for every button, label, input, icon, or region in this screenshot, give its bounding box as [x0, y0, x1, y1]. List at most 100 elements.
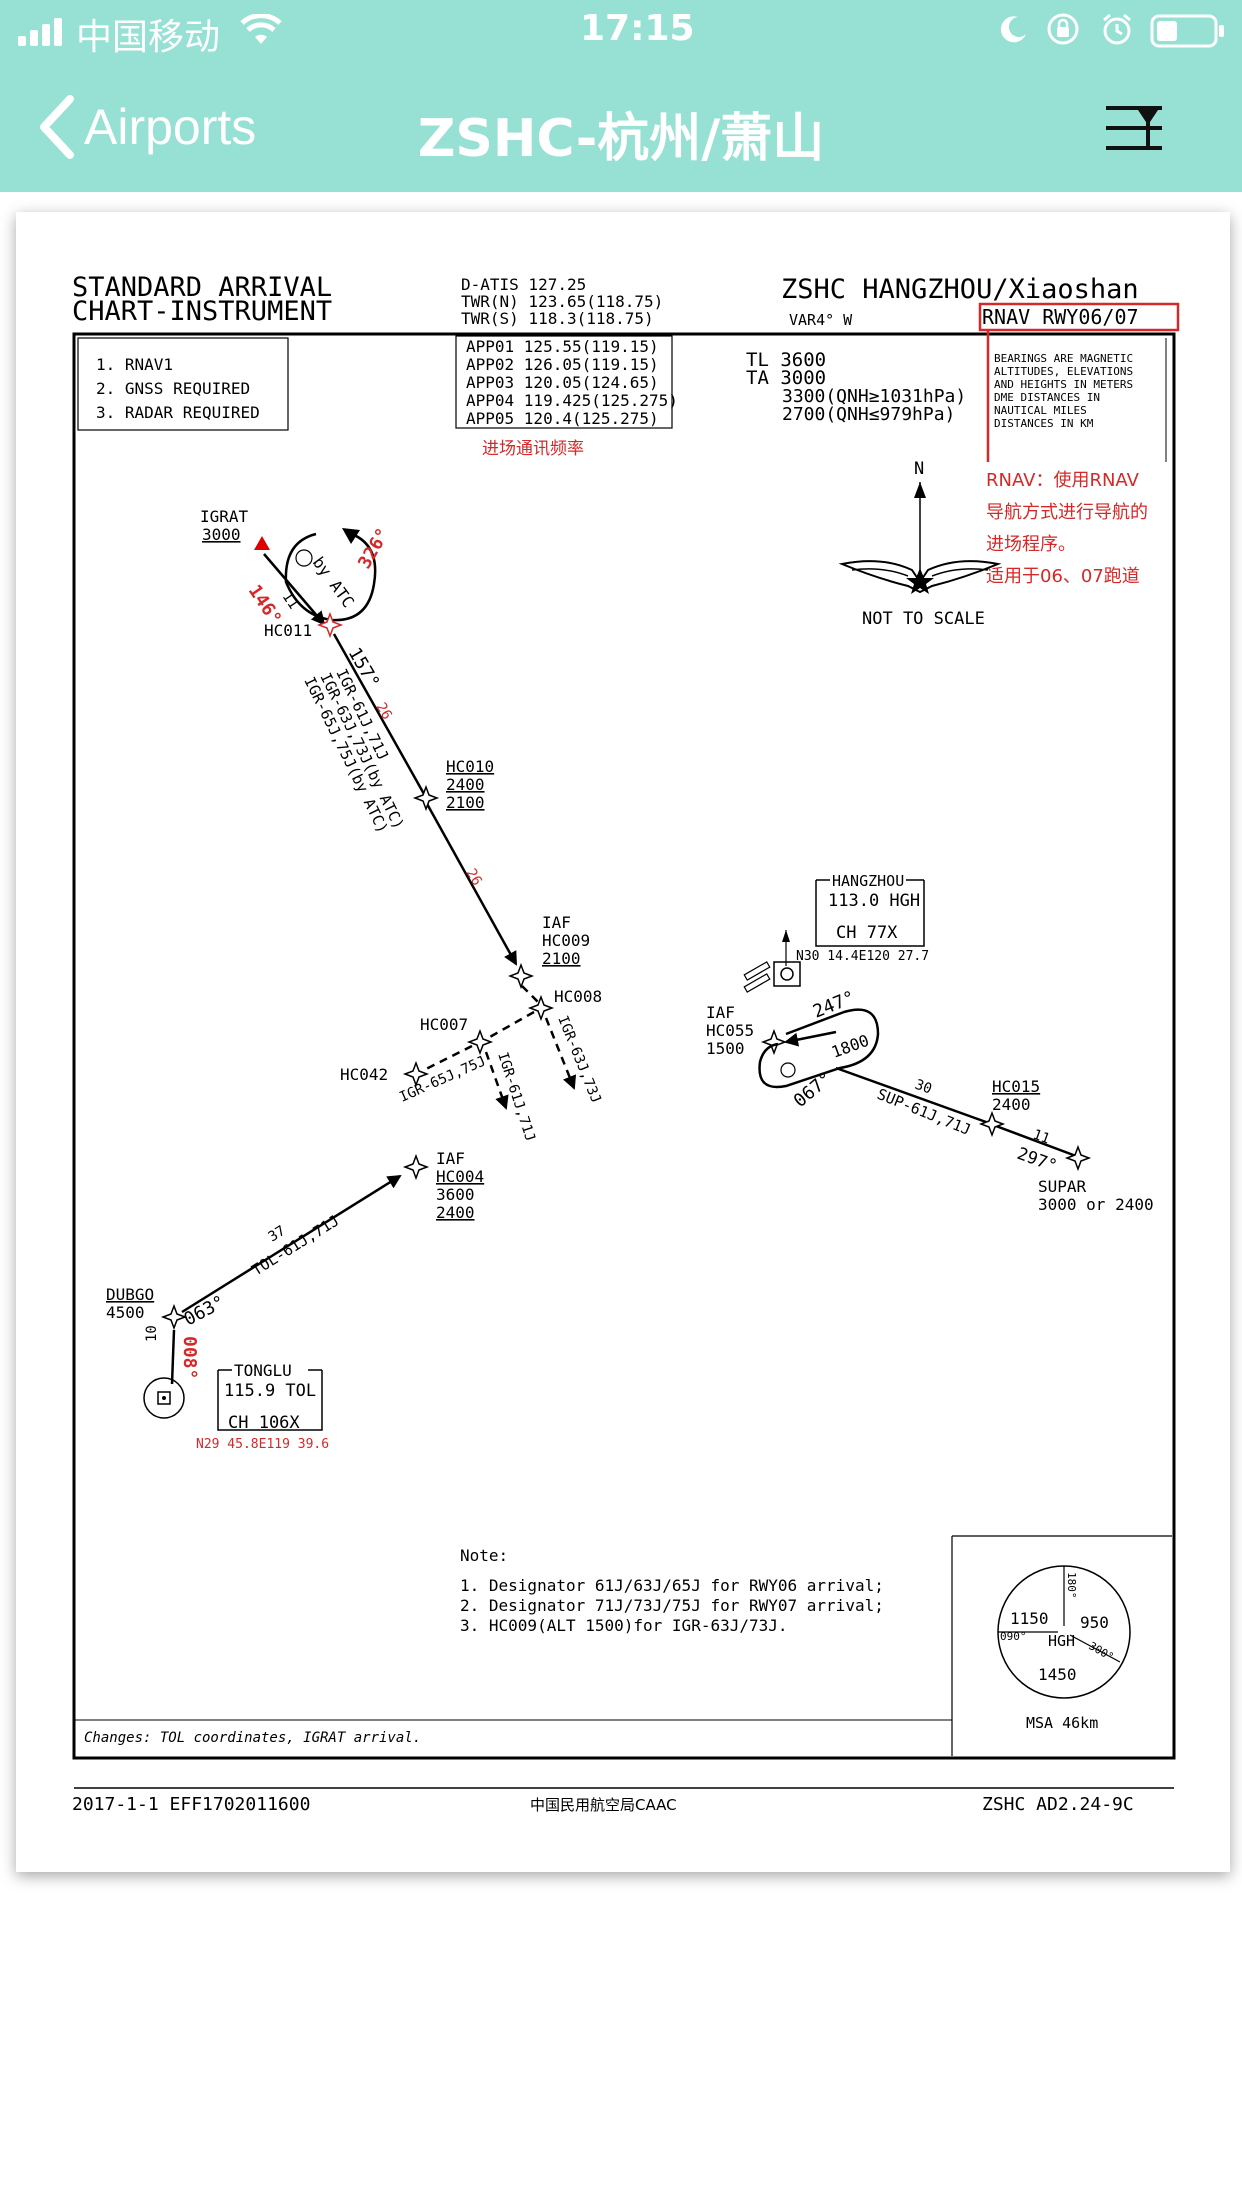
hc009-iaf: IAF — [542, 913, 571, 932]
hc055-name: HC055 — [706, 1021, 754, 1040]
page-title: ZSHC-杭州/萧山 — [417, 109, 825, 169]
leg-distance-26b: 26 — [463, 866, 485, 889]
tol-route-name: TOL-61J,71J — [249, 1211, 343, 1279]
filter-menu-icon[interactable] — [1104, 100, 1168, 156]
transition-altitude: TA 3000 — [746, 367, 826, 389]
app-freq-3: APP03 120.05(124.65) — [466, 373, 659, 392]
arrival-chart[interactable]: STANDARD ARRIVAL CHART-INSTRUMENT D-ATIS… — [16, 212, 1230, 1872]
alarm-icon — [1103, 13, 1131, 45]
bearings-note-4: DME DISTANCES IN — [994, 391, 1100, 404]
hc010-fix-icon — [412, 784, 440, 812]
hc010-name: HC010 — [446, 757, 494, 776]
tol-channel: CH 106X — [228, 1413, 300, 1433]
leg-hc011-hc010 — [332, 633, 426, 795]
note-2: 2. Designator 71J/73J/75J for RWY07 arri… — [460, 1596, 884, 1615]
igrat-altitude: 3000 — [202, 525, 241, 544]
footer-effective-date: 2017-1-1 EFF1702011600 — [72, 1794, 310, 1815]
leg-supar-hc015 — [995, 1124, 1077, 1158]
tol-box — [217, 1369, 323, 1431]
leg-hc010-hc009 — [424, 801, 518, 966]
dash-hc007-hc042 — [423, 1044, 473, 1072]
msa-sector-tl: 1150 — [1010, 1609, 1049, 1628]
hc011-fix-icon — [316, 611, 344, 639]
msa-bearing-180: 180° — [1065, 1572, 1078, 1599]
leg-distance-26a: 26 — [373, 700, 395, 723]
magnetic-variation: VAR4° W — [789, 311, 853, 329]
back-button[interactable]: Airports — [36, 92, 256, 162]
msa-diagram — [997, 1565, 1131, 1699]
bearings-note-6: DISTANCES IN KM — [994, 417, 1094, 430]
hc007-name: HC007 — [420, 1015, 468, 1034]
requirement-1: 1. RNAV1 — [96, 355, 173, 374]
hc004-iaf: IAF — [436, 1149, 465, 1168]
supar-altitude: 3000 or 2400 — [1038, 1195, 1154, 1214]
note-1: 1. Designator 61J/63J/65J for RWY06 arri… — [460, 1576, 884, 1595]
back-button-label: Airports — [84, 99, 257, 155]
sup-course: 297° — [1014, 1144, 1059, 1177]
hgh-coords: N30 14.4E120 27.7 — [796, 949, 929, 964]
chart-title-line1: STANDARD ARRIVAL — [72, 272, 332, 303]
footer-authority: 中国民用航空局CAAC — [530, 1796, 677, 1814]
hc042-fix-icon — [402, 1060, 430, 1088]
msa-center: HGH — [1048, 1632, 1075, 1650]
hc004-name: HC004 — [436, 1167, 484, 1186]
atis-line-1: D-ATIS 127.25 — [461, 275, 586, 294]
notes-title: Note: — [460, 1546, 508, 1565]
atis-line-2: TWR(N) 123.65(118.75) — [461, 292, 663, 311]
igrat-inbound-leg — [263, 553, 326, 626]
freq-annotation: 进场通讯频率 — [482, 439, 584, 459]
hc008-name: HC008 — [554, 987, 602, 1006]
hgh-name: HANGZHOU — [832, 872, 904, 890]
hc010-alt-max: 2400 — [446, 775, 485, 794]
approach-freq-box — [455, 335, 673, 429]
chart-card[interactable]: STANDARD ARRIVAL CHART-INSTRUMENT D-ATIS… — [16, 212, 1230, 1872]
rnav-annotation-1: RNAV：使用RNAV — [986, 470, 1140, 491]
leg-tol-dubgo — [170, 1329, 176, 1385]
hc009-altitude: 2100 — [542, 949, 581, 968]
app-freq-4: APP04 119.425(125.275) — [466, 391, 678, 410]
msa-bearing-090: 090° — [1000, 1630, 1027, 1643]
tol-vor-icon — [143, 1377, 185, 1419]
chart-frame — [72, 332, 1176, 1760]
navigation-bar: Airports ZSHC-杭州/萧山 — [0, 62, 1242, 192]
requirement-3: 3. RADAR REQUIRED — [96, 403, 260, 422]
hc055-hold-inbound-course: 067° — [790, 1068, 837, 1112]
procedure-name: RNAV RWY06/07 — [982, 305, 1139, 329]
hgh-vor-icon — [743, 930, 801, 993]
dubgo-fix-icon — [160, 1303, 188, 1331]
hc015-fix-icon — [978, 1110, 1006, 1138]
procedure-highlight-box — [978, 302, 1180, 332]
hc010-alt-min: 2100 — [446, 793, 485, 812]
atis-line-3: TWR(S) 118.3(118.75) — [461, 309, 654, 328]
bearings-note-3: AND HEIGHTS IN METERS — [994, 378, 1133, 391]
tol-distance: 37 — [266, 1223, 289, 1246]
igrat-triangle — [254, 536, 270, 550]
dash-hc009-hc008 — [521, 985, 539, 1003]
hc004-alt-max: 3600 — [436, 1185, 475, 1204]
app-freq-1: APP01 125.55(119.15) — [466, 337, 659, 356]
compass-wings-icon — [838, 560, 1002, 594]
dubgo-name: DUBGO — [106, 1285, 154, 1304]
transition-low-qnh: 2700(QNH≤979hPa) — [782, 404, 955, 425]
dubgo-altitude: 4500 — [106, 1303, 145, 1322]
app-freq-5: APP05 120.4(125.275) — [466, 409, 659, 428]
moon-icon — [1000, 16, 1026, 43]
bearings-note-1: BEARINGS ARE MAGNETIC — [994, 352, 1133, 365]
leg-dubgo-hc004 — [181, 1174, 402, 1314]
hc015-altitude: 2400 — [992, 1095, 1031, 1114]
supar-name: SUPAR — [1038, 1177, 1087, 1196]
hc015-name: HC015 — [992, 1077, 1040, 1096]
leg-hc015-hc055 — [835, 1066, 987, 1124]
clock-label: 17:15 — [580, 8, 695, 49]
hc004-alt-min: 2400 — [436, 1203, 475, 1222]
note-3: 3. HC009(ALT 1500)for IGR-63J/73J. — [460, 1616, 788, 1635]
hc007-fix-icon — [466, 1028, 494, 1056]
hc055-holding-pattern — [758, 1008, 880, 1089]
hold-outbound-course: 326° — [354, 524, 394, 572]
requirements-box — [77, 337, 289, 431]
chart-title-line2: CHART-INSTRUMENT — [72, 296, 332, 327]
hc055-hold-outbound: 247° — [810, 987, 858, 1023]
status-bar: 中国移动 17:15 — [0, 0, 1242, 62]
north-arrowhead — [914, 482, 926, 498]
tol-inbound-course: 008° — [179, 1336, 200, 1379]
